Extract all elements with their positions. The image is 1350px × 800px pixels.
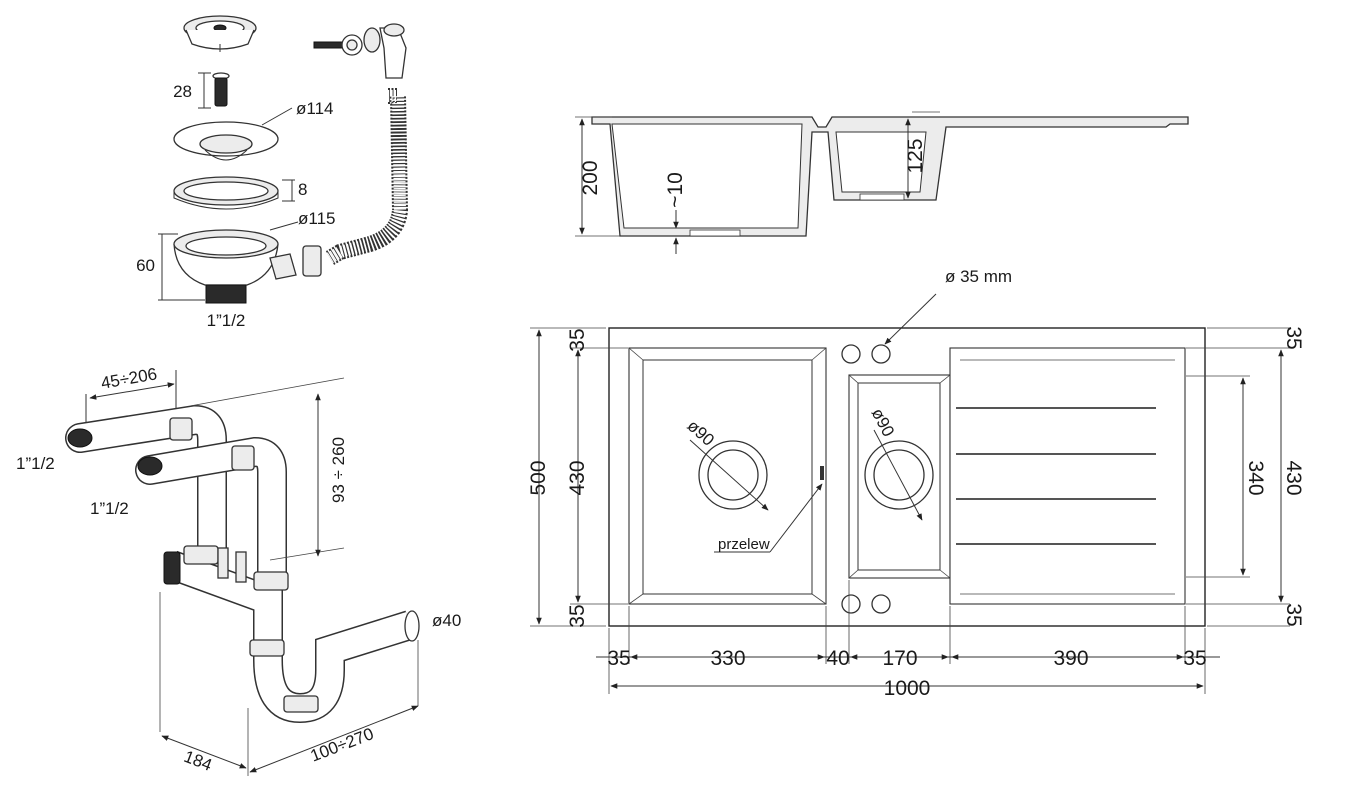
drain-assembly: 28 ø114 8 ø115 — [136, 15, 409, 330]
strainer-basket — [183, 15, 257, 52]
overflow-kit — [302, 23, 409, 277]
label-small-depth: 125 — [904, 138, 927, 173]
label-thread: 1”1/2 — [207, 311, 246, 330]
label-top-left: 35 — [566, 328, 589, 351]
label-width-total: 1000 — [884, 677, 931, 700]
sink-profile: 200 ~10 125 — [575, 111, 1189, 254]
label-offset: 100÷270 — [308, 724, 376, 765]
label-w-bowl-large: 330 — [710, 647, 745, 670]
label-w-bowl-small: 170 — [882, 647, 917, 670]
label-d114: ø114 — [296, 99, 334, 118]
label-spacing: 45÷206 — [100, 364, 159, 393]
label-profile-depth: 200 — [579, 160, 602, 195]
drain-screw: 28 — [173, 72, 230, 109]
label-height: 93 ÷ 260 — [329, 437, 348, 503]
label-drainer-height: 340 — [1244, 460, 1267, 495]
cover-plate: ø114 — [173, 99, 334, 161]
label-height-inner-right: 430 — [1282, 460, 1305, 495]
label-wall: ~10 — [664, 172, 687, 208]
label-60: 60 — [136, 256, 155, 275]
label-thread-a: 1”1/2 — [16, 454, 55, 473]
label-tap-hole: ø 35 mm — [945, 267, 1012, 286]
label-depth: 184 — [181, 747, 214, 775]
siphon-assembly: 45÷206 1”1/2 1”1/2 93 ÷ 260 ø40 — [16, 364, 461, 776]
label-thread-b: 1”1/2 — [90, 499, 129, 518]
label-8: 8 — [298, 180, 307, 199]
label-top-right: 35 — [1282, 326, 1305, 349]
label-28: 28 — [173, 82, 192, 101]
label-overflow: przelew — [718, 536, 770, 553]
label-w-divider: 40 — [826, 647, 849, 670]
label-bottom-left: 35 — [566, 604, 589, 627]
sink-plan: ø90 ø90 ø 35 mm przelew 500 430 35 35 — [527, 267, 1305, 700]
label-bottom-right: 35 — [1282, 603, 1305, 626]
label-height-inner-left: 430 — [566, 460, 589, 495]
drain-body: ø115 60 1”1/2 — [136, 209, 335, 330]
label-w-drainer: 390 — [1053, 647, 1088, 670]
label-height-total: 500 — [527, 460, 550, 495]
gasket-ring: 8 — [173, 176, 307, 210]
label-outlet: ø40 — [432, 611, 461, 630]
label-d115: ø115 — [298, 209, 336, 228]
label-w-margin-right: 35 — [1183, 647, 1206, 670]
label-w-margin-left: 35 — [607, 647, 630, 670]
